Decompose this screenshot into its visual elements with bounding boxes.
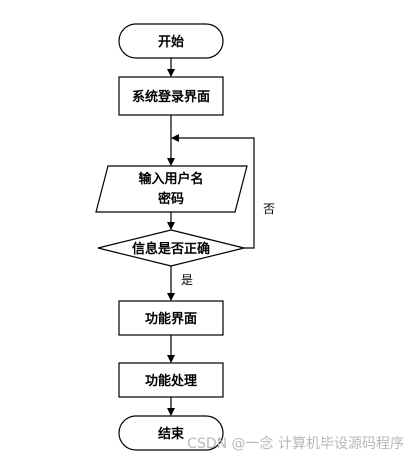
input-label-line2: 密码 [157,191,184,207]
watermark-text: CSDN @一念 计算机毕设源码程序 [187,435,404,452]
function-process-box [118,362,224,398]
end-terminator [118,415,224,451]
login-process-box [118,76,224,116]
decision-label: 信息是否正确 [132,241,210,257]
yes-label: 是 [181,273,193,287]
start-label: 开始 [158,34,184,50]
function-page-label: 功能界面 [145,311,197,327]
function-process-label: 功能处理 [145,373,197,389]
input-parallelogram [95,165,248,213]
end-label: 结束 [158,426,185,442]
login-label: 系统登录界面 [132,89,210,105]
input-label-line1: 输入用户名 [138,171,203,187]
arrow-decision-no-loop [171,134,255,249]
no-label: 否 [263,202,275,216]
